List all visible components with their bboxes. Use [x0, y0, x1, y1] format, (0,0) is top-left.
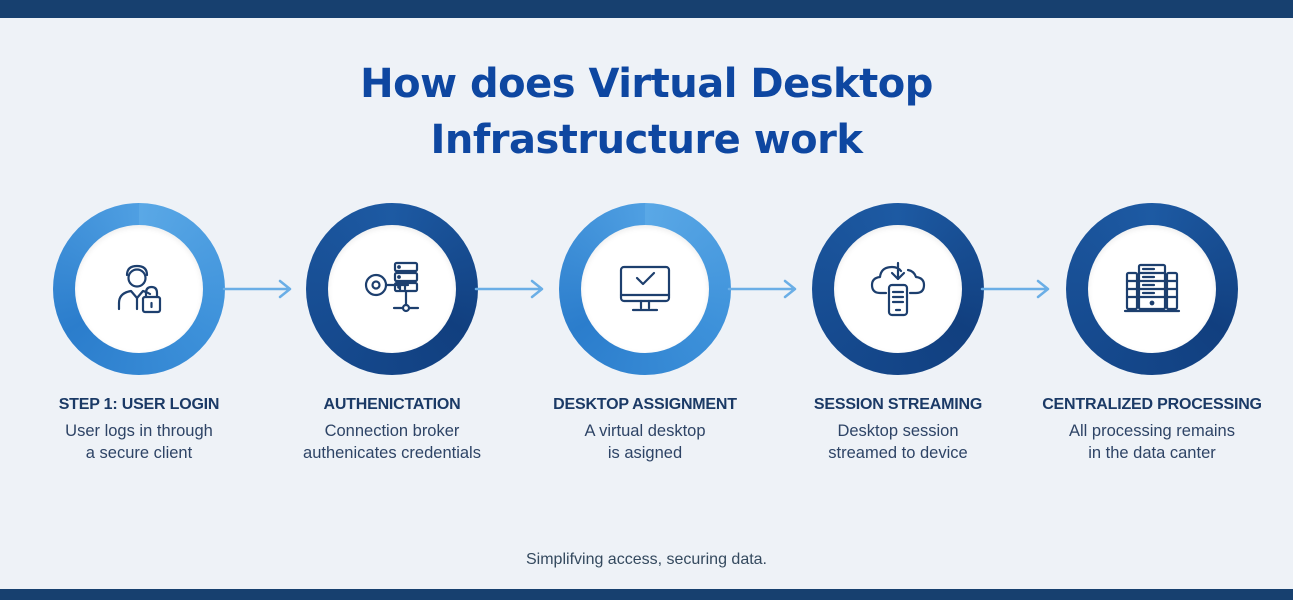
step-icon-container	[328, 225, 456, 353]
monitor-check-icon	[619, 265, 671, 312]
step-title: AUTHENICTATION	[323, 396, 461, 413]
step-centralized-processing: CENTRALIZED PROCESSING All processing re…	[1037, 203, 1267, 464]
step-authentication: AUTHENICTATION Connection broker autheni…	[277, 203, 507, 464]
step-icon-container	[1088, 225, 1216, 353]
step-description-line: streamed to device	[828, 444, 968, 462]
step-description: User logs in through a secure client	[24, 420, 254, 464]
server-rack-icon	[1123, 263, 1181, 313]
step-description-line: Desktop session	[837, 422, 959, 440]
step-description-line: User logs in through	[65, 422, 213, 440]
step-circle	[53, 203, 225, 375]
step-description-line: All processing remains	[1069, 422, 1235, 440]
step-circle	[306, 203, 478, 375]
step-description: Desktop session streamed to device	[783, 420, 1013, 464]
step-description: A virtual desktop is asigned	[530, 420, 760, 464]
step-description: Connection broker authenicates credentia…	[277, 420, 507, 464]
key-server-icon	[364, 261, 420, 313]
step-circle	[559, 203, 731, 375]
step-title: DESKTOP ASSIGNMENT	[553, 396, 737, 413]
step-icon-container	[834, 225, 962, 353]
flow-arrow-icon	[980, 279, 1050, 299]
step-description-line: in the data canter	[1088, 444, 1216, 462]
step-description-line: authenicates credentials	[303, 444, 481, 462]
page-title: How does Virtual Desktop Infrastructure …	[0, 56, 1293, 168]
step-desktop-assignment: DESKTOP ASSIGNMENT A virtual desktop is …	[530, 203, 760, 464]
step-description-line: Connection broker	[324, 422, 460, 440]
step-description: All processing remains in the data cante…	[1037, 420, 1267, 464]
cloud-phone-icon	[870, 261, 926, 317]
flow-arrow-icon	[727, 279, 797, 299]
step-session-streaming: SESSION STREAMING Desktop session stream…	[783, 203, 1013, 464]
step-icon-container	[75, 225, 203, 353]
top-bar	[0, 0, 1293, 18]
step-description-line: a secure client	[85, 444, 193, 462]
step-description-line: A virtual desktop	[584, 422, 706, 440]
step-title: SESSION STREAMING	[813, 396, 983, 413]
user-lock-icon	[117, 264, 162, 314]
title-line-2: Infrastructure work	[430, 117, 863, 163]
flow-arrow-icon	[222, 279, 292, 299]
step-title: CENTRALIZED PROCESSING	[1042, 396, 1262, 413]
flow-arrow-icon	[474, 279, 544, 299]
step-user-login: STEP 1: USER LOGIN User logs in through …	[24, 203, 254, 464]
title-line-1: How does Virtual Desktop	[360, 61, 933, 107]
step-circle	[812, 203, 984, 375]
tagline: Simplifving access, securing data.	[526, 551, 767, 568]
step-icon-container	[581, 225, 709, 353]
bottom-bar	[0, 589, 1293, 600]
step-title: STEP 1: USER LOGIN	[58, 396, 220, 413]
step-circle	[1066, 203, 1238, 375]
step-description-line: is asigned	[607, 444, 683, 462]
